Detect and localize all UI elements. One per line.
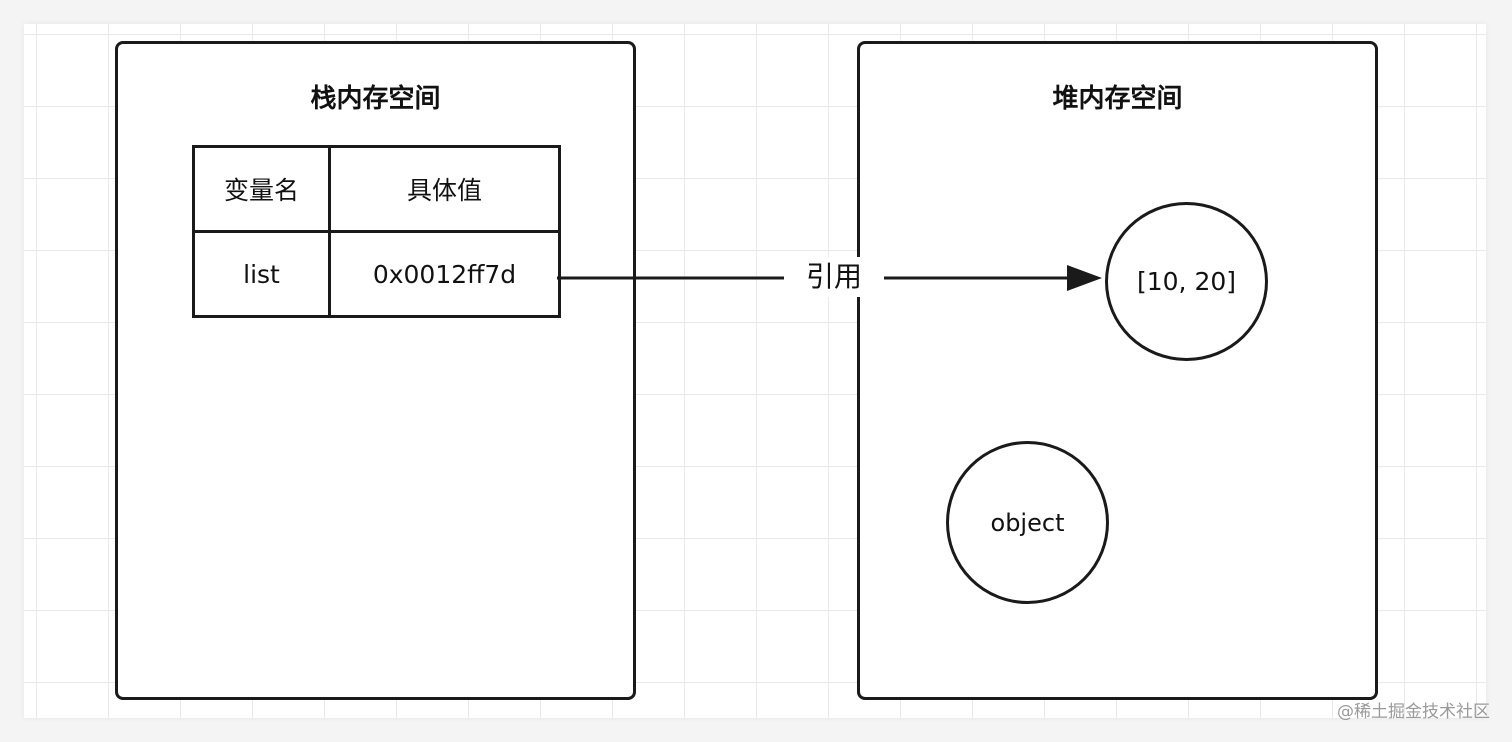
header-variable-name: 变量名 (192, 145, 331, 233)
diagram-canvas: 栈内存空间 变量名 具体值 list 0x0012ff7d 堆内存空间 [10,… (24, 24, 1486, 718)
reference-label: 引用 (784, 257, 884, 297)
cell-address-value: 0x0012ff7d (328, 230, 561, 318)
heap-panel-title: 堆内存空间 (1052, 84, 1183, 114)
array-node: [10, 20] (1105, 202, 1268, 361)
header-value: 具体值 (328, 145, 561, 233)
table-header-row: 变量名 具体值 (192, 145, 561, 233)
heap-memory-panel: 堆内存空间 [10, 20] object (857, 41, 1378, 700)
table-row: list 0x0012ff7d (192, 230, 561, 318)
object-node: object (946, 441, 1109, 604)
cell-variable-name: list (192, 230, 331, 318)
stack-panel-title: 栈内存空间 (310, 84, 441, 114)
watermark: @稀土掘金技术社区 (1337, 702, 1490, 722)
stack-memory-panel: 栈内存空间 变量名 具体值 list 0x0012ff7d (115, 41, 636, 700)
variable-table: 变量名 具体值 list 0x0012ff7d (192, 145, 561, 318)
